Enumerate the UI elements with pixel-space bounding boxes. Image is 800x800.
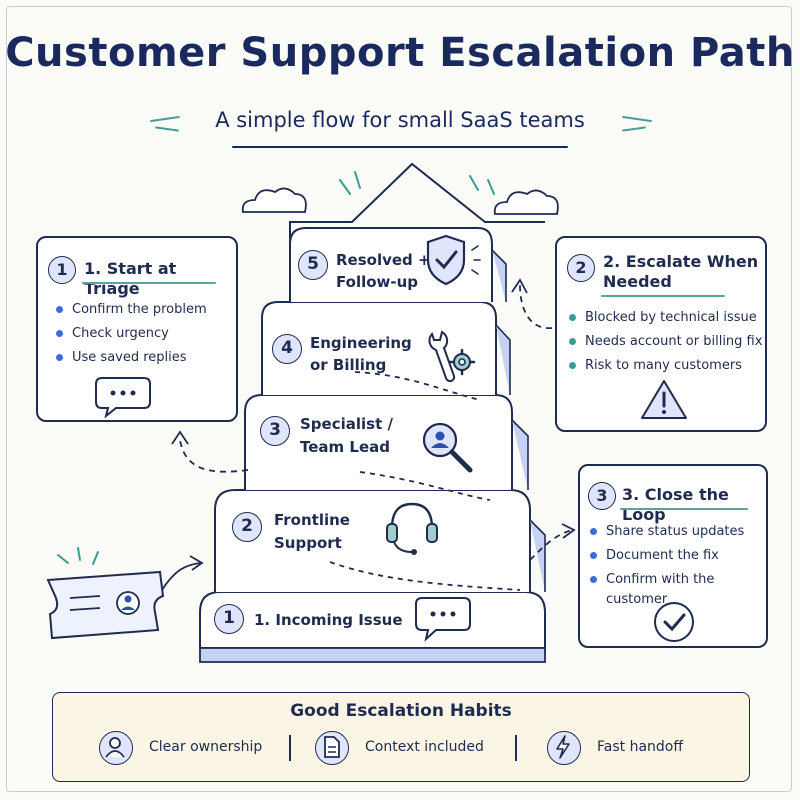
divider bbox=[289, 735, 291, 761]
document-icon bbox=[315, 731, 349, 765]
close-title-underline bbox=[620, 508, 748, 510]
step-5-number: 5 bbox=[298, 250, 328, 280]
list-item: Document the fix bbox=[590, 546, 766, 570]
escalate-number: 2 bbox=[567, 254, 595, 282]
escalate-title-line2: Needed bbox=[603, 272, 672, 291]
step-3-label-line1: Specialist / bbox=[300, 415, 393, 433]
list-item: Confirm with the customer bbox=[590, 570, 766, 607]
check-circle-icon bbox=[654, 602, 694, 642]
escalate-card: 2 2. Escalate When Needed Blocked by tec… bbox=[555, 236, 767, 432]
subtitle-underline bbox=[232, 146, 568, 148]
habits-title: Good Escalation Habits bbox=[290, 701, 512, 721]
triage-title-underline bbox=[82, 282, 216, 284]
step-4-number: 4 bbox=[272, 334, 302, 364]
step-5-label-line1: Resolved + bbox=[336, 251, 431, 269]
triage-card: 1 1. Start at Triage Confirm the problem… bbox=[36, 236, 238, 422]
list-item: Check urgency bbox=[56, 324, 207, 348]
page-subtitle: A simple flow for small SaaS teams bbox=[215, 108, 585, 132]
habit-label: Fast handoff bbox=[597, 739, 684, 755]
close-number: 3 bbox=[588, 482, 616, 510]
step-5-label-line2: Follow-up bbox=[336, 273, 419, 291]
triage-list: Confirm the problem Check urgency Use sa… bbox=[56, 300, 207, 372]
magnifier-user-icon bbox=[422, 422, 473, 473]
cloud-icon bbox=[241, 187, 307, 213]
page-frame bbox=[6, 6, 792, 792]
list-item: Blocked by technical issue bbox=[569, 308, 762, 332]
list-item: Needs account or billing fix bbox=[569, 332, 762, 356]
chat-bubble-icon bbox=[95, 377, 151, 418]
shield-check-icon bbox=[426, 234, 481, 286]
step-1-number: 1 bbox=[214, 604, 244, 634]
person-icon bbox=[99, 731, 133, 765]
step-4-label-line1: Engineering bbox=[310, 334, 412, 352]
list-item: Share status updates bbox=[590, 522, 766, 546]
step-4-label-line2: or Billing bbox=[310, 356, 387, 374]
lightning-icon bbox=[547, 731, 581, 765]
escalate-list: Blocked by technical issue Needs account… bbox=[569, 308, 762, 380]
step-2-number: 2 bbox=[232, 512, 262, 542]
habits-panel: Good Escalation Habits Clear ownership C… bbox=[52, 692, 750, 782]
triage-number: 1 bbox=[48, 256, 76, 284]
habit-label: Context included bbox=[365, 739, 484, 755]
headset-icon bbox=[386, 502, 438, 555]
step-3-number: 3 bbox=[260, 416, 290, 446]
triage-title: 1. Start at Triage bbox=[84, 259, 177, 298]
warning-triangle-icon bbox=[641, 380, 687, 419]
list-item: Use saved replies bbox=[56, 348, 207, 372]
step-2-label-line1: Frontline bbox=[274, 511, 350, 529]
wrench-gear-icon bbox=[428, 330, 476, 383]
sparkle-lines bbox=[339, 171, 495, 195]
step-2-label-line2: Support bbox=[274, 534, 342, 552]
list-item: Confirm the problem bbox=[56, 300, 207, 324]
escalate-title-underline bbox=[601, 295, 725, 297]
close-title: 3. Close the Loop bbox=[622, 485, 729, 524]
page-title: Customer Support Escalation Path bbox=[5, 30, 795, 76]
close-loop-card: 3 3. Close the Loop Share status updates… bbox=[578, 464, 768, 648]
list-item: Risk to many customers bbox=[569, 356, 762, 380]
escalate-title-line1: 2. Escalate When bbox=[603, 252, 759, 271]
step-1-label: 1. Incoming Issue bbox=[254, 611, 403, 629]
divider bbox=[515, 735, 517, 761]
cloud-icon bbox=[493, 189, 559, 215]
close-list: Share status updates Document the fix Co… bbox=[590, 522, 766, 607]
habit-label: Clear ownership bbox=[149, 739, 263, 755]
chat-bubble-icon bbox=[415, 597, 471, 642]
step-3-label-line2: Team Lead bbox=[300, 438, 390, 456]
